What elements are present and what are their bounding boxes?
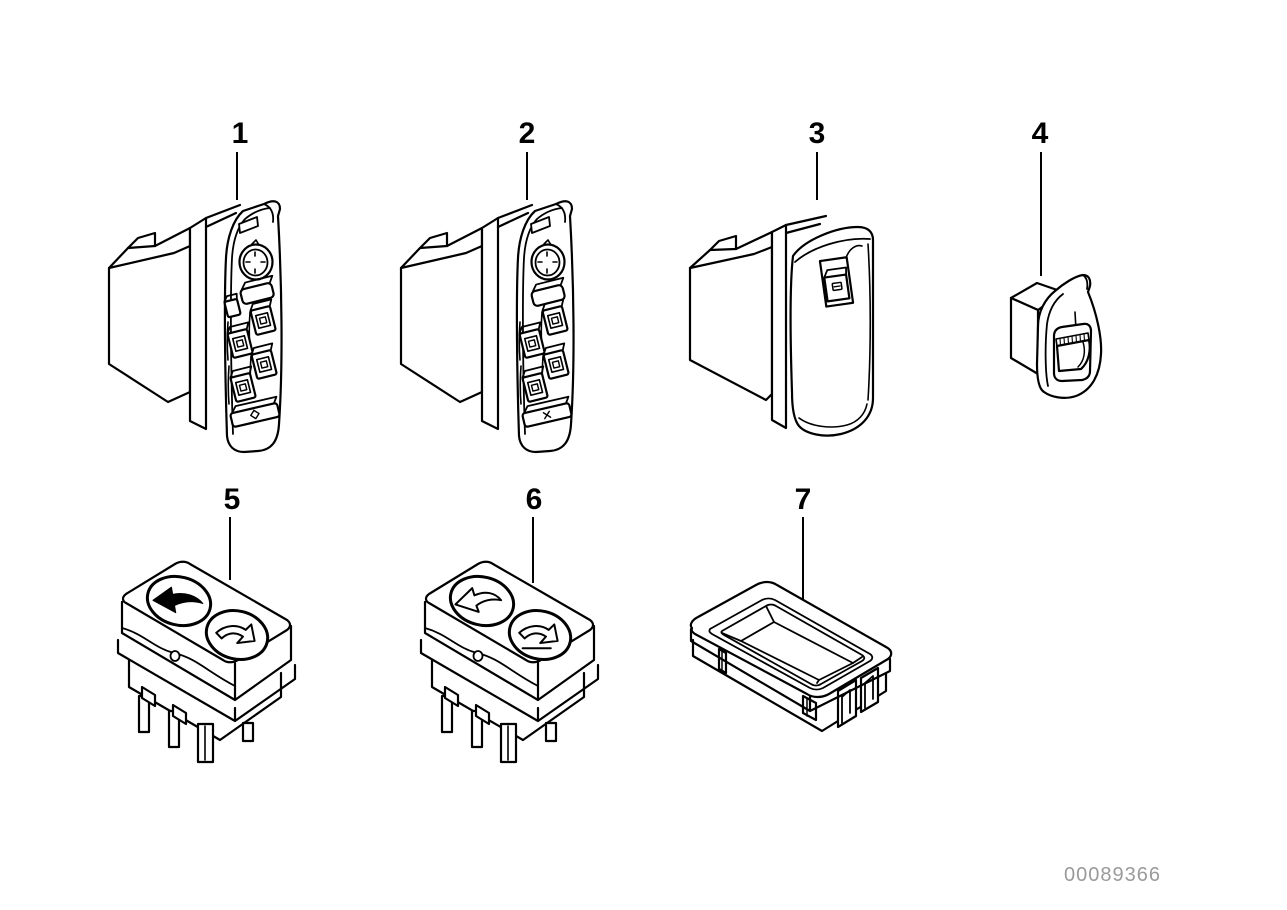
solid-arrow-icon: [152, 586, 204, 614]
outline-arrow-up-icon: [454, 587, 503, 613]
window-keycap: [541, 298, 569, 336]
rocker-cap-sides: [423, 600, 596, 702]
window-keycap: [249, 298, 277, 336]
front-panel: [789, 225, 875, 437]
side-slab: [188, 216, 208, 431]
window-keycap: [521, 365, 549, 403]
window-switch-button: [818, 256, 855, 308]
part-drawing-5: [116, 556, 308, 766]
callout-label-7: 7: [794, 483, 812, 516]
leader-line-3: [816, 152, 818, 200]
outline-arrow-icon: [215, 623, 256, 645]
part-drawing-1: [106, 196, 296, 458]
callout-label-5: 5: [223, 483, 241, 516]
leader-line-1: [236, 152, 238, 200]
window-keycap: [226, 321, 254, 359]
housing-block: [688, 230, 774, 402]
window-keycap: [250, 342, 278, 380]
leader-line-7: [802, 517, 804, 600]
mounting-flange: [419, 638, 600, 723]
part-drawing-6: [419, 556, 611, 766]
callout-label-4: 4: [1031, 117, 1049, 150]
button-ring: [507, 609, 573, 661]
side-slab: [770, 223, 788, 430]
image-number: 00089366: [1064, 864, 1161, 886]
leader-line-5: [229, 517, 231, 580]
window-keycap: [518, 321, 546, 359]
mounting-flange: [116, 638, 297, 723]
small-side-button: [223, 292, 242, 319]
rocker-cap-sides: [120, 600, 293, 702]
bottom-bar-button: [521, 395, 573, 428]
leader-line-6: [532, 517, 534, 583]
side-slab: [480, 216, 500, 431]
callout-label-1: 1: [231, 117, 249, 150]
wide-button: [239, 274, 275, 305]
outline-arrow-down-icon: [518, 623, 559, 645]
part-drawing-4: [1003, 268, 1113, 408]
button-ring: [204, 609, 270, 661]
callout-label-3: 3: [808, 117, 826, 150]
callout-label-2: 2: [518, 117, 536, 150]
part-drawing-2: [398, 196, 588, 460]
part-drawing-3: [686, 202, 884, 448]
leader-line-4: [1040, 152, 1042, 276]
leader-line-2: [526, 152, 528, 200]
part-drawing-7: [685, 578, 905, 740]
tray-body: [691, 638, 888, 733]
callout-label-6: 6: [525, 483, 543, 516]
housing-block: [399, 226, 484, 404]
bottom-bar-button: [229, 395, 281, 428]
window-keycap: [542, 342, 570, 380]
housing-block: [107, 226, 192, 404]
window-keycap: [229, 365, 257, 403]
